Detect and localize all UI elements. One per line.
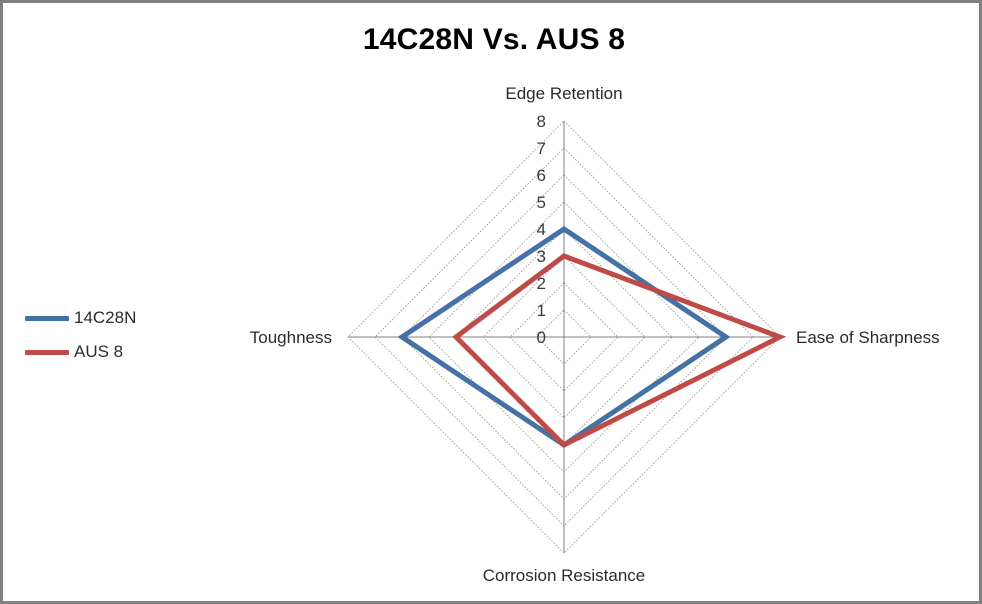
grid-ring [347, 120, 781, 554]
category-label-1: Ease of Sharpness [796, 328, 940, 347]
legend-item-series-1[interactable]: AUS 8 [25, 335, 205, 369]
series-polygon-1 [452, 253, 787, 449]
category-label-3: Toughness [250, 328, 332, 347]
legend-label-series-0: 14C28N [74, 308, 137, 327]
radial-tick-label: 0 [537, 328, 546, 347]
radial-tick-labels: 0 1 2 3 4 5 6 7 8 [537, 112, 546, 347]
radial-tick-label: 5 [537, 193, 546, 212]
radial-tick-label: 7 [537, 139, 546, 158]
radial-tick-label: 2 [537, 274, 546, 293]
chart-title: 14C28N Vs. AUS 8 [362, 23, 626, 56]
legend-swatch-blue [25, 315, 69, 321]
legend-swatch-red [25, 349, 69, 355]
legend-label-series-1: AUS 8 [74, 342, 124, 361]
legend-item-series-0[interactable]: 14C28N [25, 301, 205, 335]
radial-tick-label: 3 [537, 247, 546, 266]
radial-tick-label: 6 [537, 166, 546, 185]
grid-ring [482, 255, 646, 419]
category-label-0: Edge Retention [505, 84, 622, 103]
chart-legend: 14C28N AUS 8 [25, 301, 205, 369]
axis-spokes [348, 121, 780, 553]
category-label-2: Corrosion Resistance [483, 566, 646, 585]
radial-tick-label: 1 [537, 301, 546, 320]
series-polylines [397, 225, 787, 449]
radial-tick-label: 8 [537, 112, 546, 131]
radial-tick-label: 4 [537, 220, 546, 239]
